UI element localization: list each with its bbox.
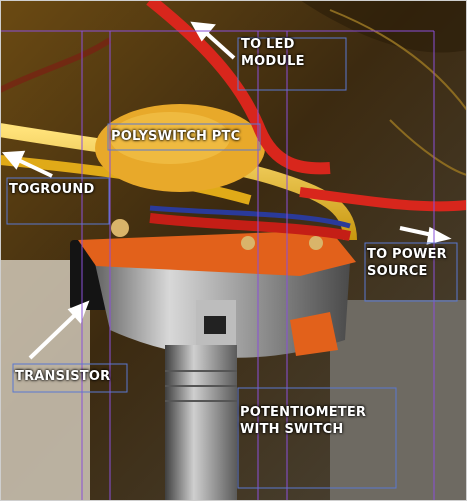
label-to-led-module: TO LED MODULE: [241, 36, 305, 70]
label-to-ground: TOGROUND: [9, 181, 94, 198]
label-line: POTENTIOMETER: [240, 405, 367, 420]
label-line: TRANSISTOR: [15, 369, 111, 384]
label-potentiometer-with-switch: POTENTIOMETER WITH SWITCH: [240, 404, 366, 438]
label-line: TO LED: [241, 37, 295, 52]
label-transistor: TRANSISTOR: [15, 368, 110, 385]
label-polyswitch-ptc: POLYSWITCH PTC: [111, 128, 240, 145]
label-line: WITH SWITCH: [240, 422, 344, 437]
label-line: MODULE: [241, 54, 305, 69]
label-line: TO POWER: [367, 247, 447, 262]
label-line: SOURCE: [367, 264, 428, 279]
label-to-power-source: TO POWER SOURCE: [367, 246, 447, 280]
label-line: POLYSWITCH PTC: [111, 129, 241, 144]
label-line: TOGROUND: [9, 182, 95, 197]
